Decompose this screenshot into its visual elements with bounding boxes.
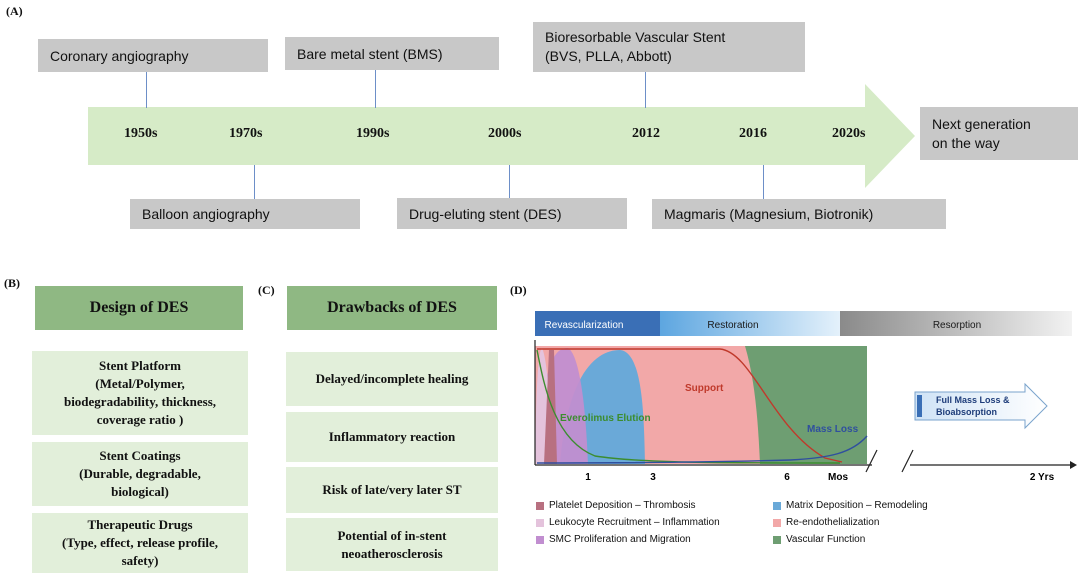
drawback-item-late-st-risk: Risk of late/very later ST [286, 467, 498, 513]
drawbacks-of-des-header: Drawbacks of DES [287, 286, 497, 330]
design-item-1-line-3: biodegradability, thickness, [63, 394, 217, 409]
axis-break-1 [865, 449, 878, 473]
year-2016: 2016 [739, 126, 767, 141]
next-generation-line-2: on the way [932, 134, 1000, 151]
legend-swatch [773, 535, 781, 544]
x-tick-6: 6 [784, 472, 790, 483]
legend-label: Matrix Deposition – Remodeling [786, 500, 928, 511]
bioabsorption-label-line-2: Bioabsorption [936, 407, 997, 417]
curve-mass-loss [536, 435, 868, 464]
x-tick-3: 3 [650, 472, 656, 483]
phase-label-restoration: Restoration [707, 320, 758, 331]
connector-coronary-angiography [146, 72, 147, 108]
event-magmaris: Magmaris (Magnesium, Biotronik) [652, 199, 946, 229]
design-item-1-line-2: (Metal/Polymer, [95, 376, 185, 391]
phase-band-revascularization [535, 311, 660, 336]
design-item-1-line-1: Stent Platform [99, 358, 181, 373]
legend-item-matrix-deposition: Matrix Deposition – Remodeling [773, 500, 928, 511]
legend-item-platelet-deposition: Platelet Deposition – Thrombosis [536, 500, 696, 511]
area-matrix-deposition [535, 350, 645, 464]
legend-item-re-endothelialization: Re-endothelialization [773, 517, 879, 528]
legend-swatch [773, 501, 781, 510]
drawback-item-4-line-2: neoatherosclerosis [341, 545, 443, 561]
event-drug-eluting-stent: Drug-eluting stent (DES) [397, 198, 627, 229]
x-end-label: 2 Yrs [1030, 472, 1055, 483]
curve-everolimus-elution [536, 349, 841, 464]
legend-swatch [536, 501, 544, 510]
legend-swatch [773, 518, 781, 527]
connector-balloon-angiography [254, 165, 255, 199]
next-generation-box: Next generation on the way [920, 107, 1078, 160]
next-generation-line-1: Next generation [932, 115, 1031, 132]
healing-chart: Revascularization Restoration Resorption… [534, 311, 1077, 483]
bioabsorption-label-line-1: Full Mass Loss & [936, 395, 1010, 405]
connector-bvs [645, 72, 646, 108]
x-tick-1: 1 [585, 472, 591, 483]
legend-swatch [536, 535, 544, 544]
legend-swatch [536, 518, 544, 527]
legend-item-leukocyte-recruitment: Leukocyte Recruitment – Inflammation [536, 517, 720, 528]
x-unit-label: Mos [828, 472, 848, 483]
event-bvs-line-2: (BVS, PLLA, Abbott) [545, 48, 672, 64]
year-1950s: 1950s [124, 126, 158, 141]
drawback-item-delayed-healing: Delayed/incomplete healing [286, 352, 498, 406]
timeline-arrow [88, 84, 915, 188]
phase-label-resorption: Resorption [933, 320, 981, 331]
panel-label-c: (C) [258, 283, 275, 297]
event-coronary-angiography: Coronary angiography [38, 39, 268, 72]
year-1970s: 1970s [229, 126, 263, 141]
legend-label: Re-endothelialization [786, 517, 880, 528]
curve-label-everolimus-elution: Everolimus Elution [560, 413, 651, 424]
event-bvs-line-1: Bioresorbable Vascular Stent [545, 29, 726, 45]
year-2000s: 2000s [488, 126, 522, 141]
year-2020s: 2020s [832, 126, 866, 141]
design-item-therapeutic-drugs: Therapeutic Drugs (Type, effect, release… [32, 513, 248, 573]
legend-label: SMC Proliferation and Migration [549, 534, 691, 545]
drawback-item-neoatherosclerosis: Potential of in-stent neoatherosclerosis [286, 518, 498, 571]
design-of-des-header: Design of DES [35, 286, 243, 330]
phase-label-revascularization: Revascularization [545, 320, 624, 331]
drawback-item-inflammatory-reaction: Inflammatory reaction [286, 412, 498, 462]
phase-band-resorption [840, 311, 1072, 336]
design-item-3-line-1: Therapeutic Drugs [87, 517, 193, 532]
design-item-3-line-3: safety) [121, 553, 159, 568]
legend-label: Leukocyte Recruitment – Inflammation [549, 517, 720, 528]
legend-label: Platelet Deposition – Thrombosis [549, 500, 696, 511]
panel-label-a: (A) [6, 4, 23, 18]
legend-item-vascular-function: Vascular Function [773, 534, 865, 545]
curve-support [537, 348, 843, 463]
design-item-2-line-1: Stent Coatings [99, 448, 181, 463]
event-bare-metal-stent: Bare metal stent (BMS) [285, 37, 499, 70]
phase-band-restoration [660, 311, 840, 336]
design-item-2-line-3: biological) [111, 484, 169, 499]
design-item-stent-coatings: Stent Coatings (Durable, degradable, bio… [32, 442, 248, 506]
curve-label-support: Support [685, 383, 724, 394]
year-2012: 2012 [632, 126, 660, 141]
bioabsorption-arrow-bar [917, 395, 922, 417]
panel-label-d: (D) [510, 283, 527, 297]
connector-bare-metal-stent [375, 70, 376, 108]
year-1990s: 1990s [356, 126, 390, 141]
drawback-item-4-line-1: Potential of in-stent [337, 527, 447, 543]
axis-break-2 [901, 449, 914, 473]
legend-label: Vascular Function [786, 534, 866, 545]
design-item-3-line-2: (Type, effect, release profile, [62, 535, 218, 550]
x-axis-arrowhead [1070, 461, 1077, 469]
area-platelet-deposition [544, 350, 557, 464]
bioabsorption-arrow [914, 382, 1048, 430]
legend-item-smc-proliferation: SMC Proliferation and Migration [536, 534, 691, 545]
connector-magmaris [763, 165, 764, 199]
curve-label-mass-loss: Mass Loss [807, 424, 859, 435]
design-item-stent-platform: Stent Platform (Metal/Polymer, biodegrad… [32, 351, 248, 435]
event-bioresorbable-vascular-stent: Bioresorbable Vascular Stent (BVS, PLLA,… [533, 22, 805, 72]
design-item-1-line-4: coverage ratio ) [96, 412, 184, 427]
panel-label-b: (B) [4, 276, 20, 290]
connector-des [509, 165, 510, 198]
event-balloon-angiography: Balloon angiography [130, 199, 360, 229]
design-item-2-line-2: (Durable, degradable, [79, 466, 201, 481]
